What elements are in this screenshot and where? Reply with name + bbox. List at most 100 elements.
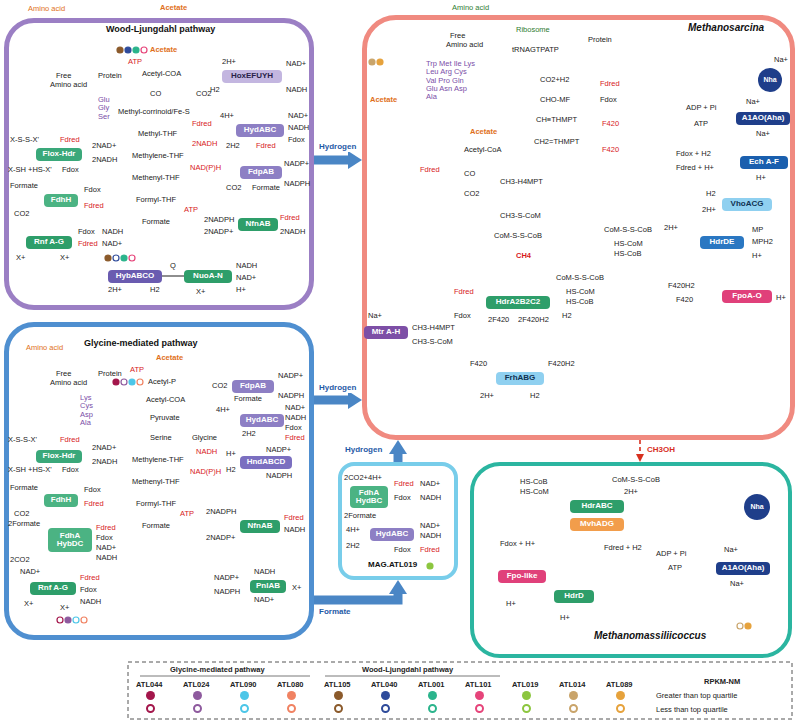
enzyme-name: Flox-Hdr <box>43 452 76 460</box>
text-label: Fdred + H+ <box>676 164 714 172</box>
enzyme-name: NfnAB <box>246 220 271 228</box>
text-label: HS-CoB <box>566 298 594 306</box>
enzyme-complex: Flox-Hdr <box>36 450 82 463</box>
text-label: 2NAD+ <box>92 444 116 452</box>
text-label: CH3-S-CoM <box>500 212 541 220</box>
enzyme-name: Rnf A-G <box>34 238 64 246</box>
text-label: H2 <box>210 86 220 94</box>
legend-swatch <box>428 691 437 700</box>
text-label: Acetyl-COA <box>146 396 185 404</box>
text-label: Acetyl-CoA <box>464 146 502 154</box>
text-label: F420H2 <box>548 360 575 368</box>
text-label: Acetate <box>150 46 177 54</box>
text-label: Less than top quartile <box>656 706 728 714</box>
text-label: 2H+ <box>480 392 494 400</box>
flow-label: Hydrogen <box>318 384 357 393</box>
legend-swatch <box>569 691 578 700</box>
text-label: Amino acid <box>446 41 483 49</box>
abundance-dot <box>125 47 131 53</box>
text-label: NAD+ <box>285 404 305 412</box>
text-label: NADH <box>284 526 305 534</box>
text-label: Glycine-mediated pathway <box>170 666 265 674</box>
abundance-dot <box>121 255 127 261</box>
flow-arrow <box>639 440 641 454</box>
text-label: NADH <box>80 598 101 606</box>
legend-swatch <box>287 691 296 700</box>
enzyme-name: FdhA HybDC <box>48 532 92 549</box>
legend-text: ATL101 <box>465 680 492 689</box>
text-label: Fdox + H2 <box>676 150 711 158</box>
text-label: Fdred <box>454 288 474 296</box>
text-label: Methylene-THF <box>132 456 184 464</box>
abundance-dot <box>133 47 139 53</box>
enzyme-name: FrhABG <box>505 374 536 382</box>
text-label: CH4 <box>516 252 531 260</box>
text-label: 2NADH <box>192 140 217 148</box>
text-label: H2 <box>530 392 540 400</box>
text-label: 2NADPH <box>206 508 236 516</box>
text-label: Serine <box>150 434 172 442</box>
legend-text: ATL090 <box>230 680 257 689</box>
text-label: ADP + Pi <box>686 104 717 112</box>
abundance-dot <box>141 47 147 53</box>
enzyme-complex: HndABCD <box>240 456 292 469</box>
text-label: CO2 <box>464 190 479 198</box>
text-label: Formate <box>142 522 170 530</box>
text-label: 2NADH <box>280 228 305 236</box>
legend-text: ATL001 <box>418 680 445 689</box>
enzyme-complex: FdpAB <box>240 166 282 179</box>
text-label: NADH <box>286 86 307 94</box>
text-label: H+ <box>506 600 516 608</box>
text-label: Acetate <box>470 128 497 136</box>
text-label: Methenyl-THF <box>132 478 180 486</box>
text-label: Fdox <box>600 96 617 104</box>
text-label: 2H+ <box>108 286 122 294</box>
text-label: Ribosome <box>516 26 550 34</box>
text-label: 2NADH <box>92 458 117 466</box>
text-label: Fdred <box>78 240 98 248</box>
legend-hollow-sample <box>146 704 155 713</box>
cell-outline: Wood-Ljungdahl pathwayHoxEFUYHHydABCFdpA… <box>4 18 314 310</box>
enzyme-complex: PnlAB <box>250 580 286 593</box>
legend-text: ATL019 <box>512 680 539 689</box>
text-label: Q <box>170 262 176 270</box>
text-label: ATP <box>128 58 142 66</box>
text-label: CO2 <box>196 90 211 98</box>
text-label: CH2=THMPT <box>534 138 579 146</box>
text-label: Na+ <box>368 312 382 320</box>
text-label: Fdred <box>60 136 80 144</box>
text-label: NADH <box>254 568 275 576</box>
text-label: Fdox <box>78 228 95 236</box>
cell-title: MAG.ATL019 <box>368 560 417 569</box>
text-label: Na+ <box>756 130 770 138</box>
text-label: CO2 <box>14 210 29 218</box>
text-label: RPKM-NM <box>704 678 740 686</box>
text-label: NADH <box>420 532 441 540</box>
enzyme-name: Ech A-F <box>749 158 779 166</box>
text-label: X-SH +HS-X' <box>8 166 52 174</box>
legend-text: ATL044 <box>136 680 163 689</box>
text-label: Methylene-THF <box>132 152 184 160</box>
enzyme-name: Rnf A-G <box>38 584 68 592</box>
text-label: HS-CoB <box>614 250 642 258</box>
flow-arrow <box>394 454 403 462</box>
legend-hollow-sample <box>569 704 578 713</box>
enzyme-complex: Flox-Hdr <box>36 148 82 161</box>
text-label: Na+ <box>774 56 788 64</box>
text-label: NADP+ <box>214 574 239 582</box>
text-label: Acetyl-COA <box>142 70 181 78</box>
text-label: Methenyl-THF <box>132 174 180 182</box>
abundance-dot <box>745 623 751 629</box>
text-label: Methyl-THF <box>138 130 177 138</box>
text-label: ATP <box>184 206 198 214</box>
text-label: H+ <box>776 294 786 302</box>
enzyme-complex: VhoACG <box>722 198 772 211</box>
text-label: NADH <box>288 124 309 132</box>
text-label: Na+ <box>746 98 760 106</box>
enzyme-complex: Ech A-F <box>740 156 788 169</box>
legend-text: ATL024 <box>183 680 210 689</box>
text-label: Protein <box>98 72 122 80</box>
enzyme-name: FpoA-O <box>732 292 761 300</box>
text-label: Glu Gly Ser <box>98 96 114 121</box>
